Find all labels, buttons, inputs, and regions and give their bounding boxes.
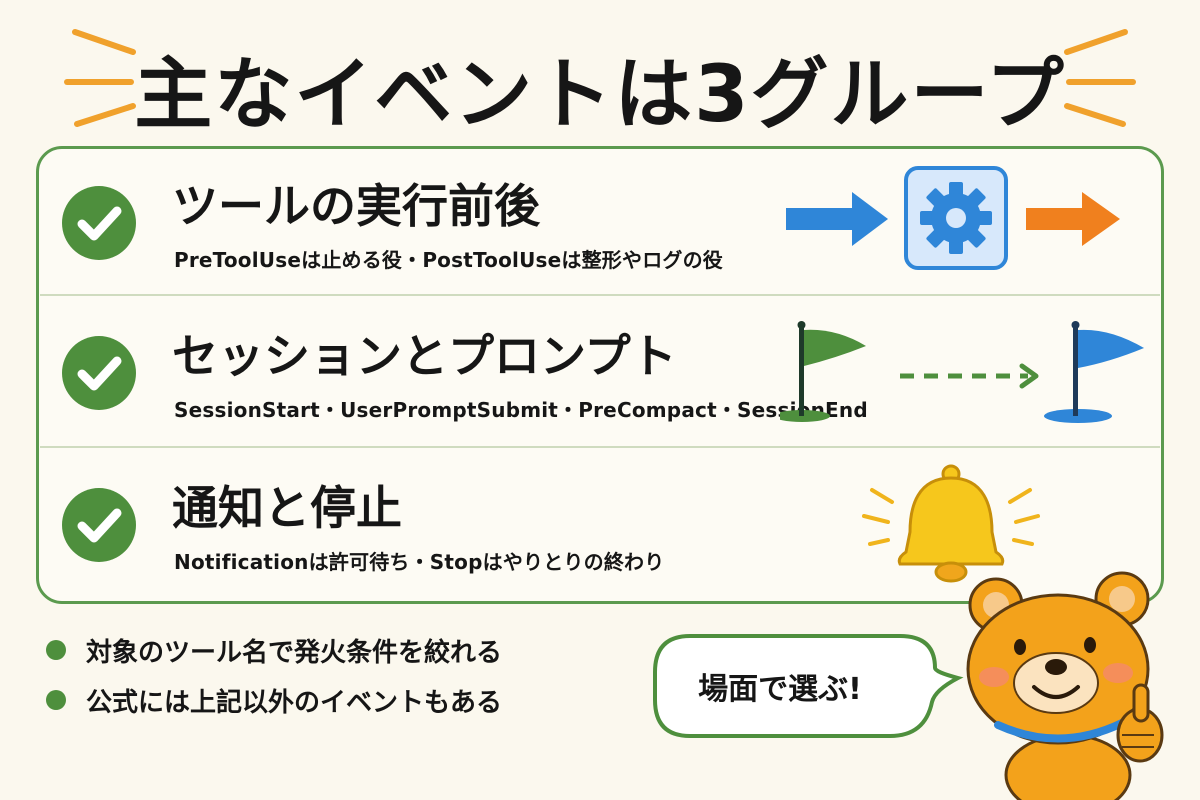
bell-icon bbox=[862, 464, 1040, 583]
note-text: 公式には上記以外のイベントもある bbox=[86, 688, 503, 718]
divider bbox=[40, 446, 1160, 448]
blue-flag-icon bbox=[1044, 321, 1144, 423]
arrow-gear-arrow-illustration bbox=[786, 166, 1120, 270]
divider bbox=[40, 294, 1160, 296]
group-subtitle: PreToolUseは止める役・PostToolUseは整形やログの役 bbox=[174, 248, 724, 272]
emphasis-lines-right-icon bbox=[1064, 29, 1136, 127]
green-flag-icon bbox=[780, 321, 866, 422]
group-title: ツールの実行前後 bbox=[172, 179, 540, 233]
orange-arrow-icon bbox=[1026, 192, 1120, 246]
group-subtitle: SessionStart・UserPromptSubmit・PreCompact… bbox=[174, 398, 868, 422]
bullet-dot-icon bbox=[46, 690, 66, 710]
check-icon bbox=[62, 488, 136, 562]
page-title: 主なイベントは3グループ bbox=[134, 50, 1066, 140]
check-icon bbox=[62, 336, 136, 410]
group-title: 通知と停止 bbox=[172, 481, 402, 535]
group-subtitle: Notificationは許可待ち・Stopはやりとりの終わり bbox=[174, 550, 665, 574]
gear-icon bbox=[904, 166, 1008, 270]
emphasis-lines-left-icon bbox=[64, 29, 136, 127]
bear-mascot-icon bbox=[966, 571, 1164, 800]
note-text: 対象のツール名で発火条件を絞れる bbox=[86, 638, 503, 668]
bell-illustration bbox=[862, 464, 1040, 583]
flag-to-flag-illustration bbox=[780, 321, 1144, 423]
blue-arrow-icon bbox=[786, 192, 888, 246]
bullet-dot-icon bbox=[46, 640, 66, 660]
check-icon bbox=[62, 186, 136, 260]
group-tool-execution: ツールの実行前後 PreToolUseは止める役・PostToolUseは整形や… bbox=[40, 146, 1160, 298]
group-notification-stop: 通知と停止 Notificationは許可待ち・Stopはやりとりの終わり bbox=[40, 448, 1160, 600]
group-session-prompt: セッションとプロンプト SessionStart・UserPromptSubmi… bbox=[40, 296, 1160, 448]
group-title: セッションとプロンプト bbox=[172, 329, 677, 383]
speech-bubble-text: 場面で選ぶ! bbox=[698, 672, 862, 707]
